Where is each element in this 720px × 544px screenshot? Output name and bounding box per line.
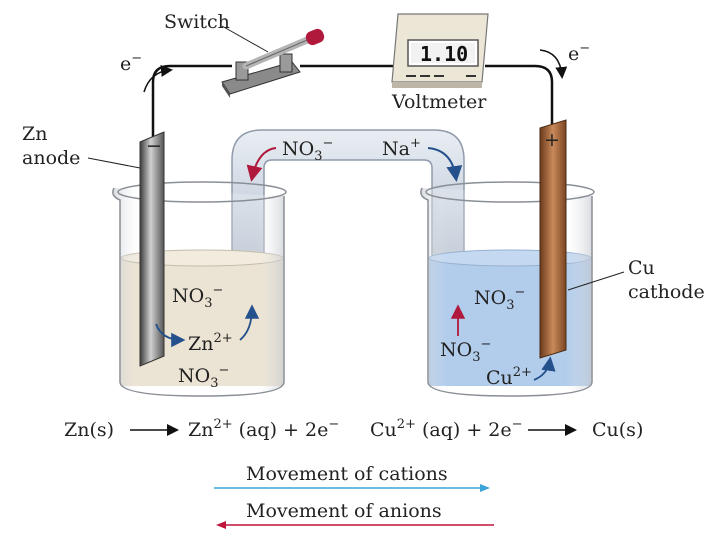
legend-cations-label: Movement of cations <box>246 463 448 485</box>
eq-left-reactant: Zn(s) <box>64 419 114 441</box>
zinc-electrode <box>139 131 165 367</box>
electron-flow-arrow-right <box>539 49 568 79</box>
eq-left-product: Zn2+ (aq) + 2e− <box>188 417 339 441</box>
left-no3-top: NO3− <box>172 283 223 311</box>
zn-anode-leader-line <box>87 157 141 169</box>
bridge-cation-label: Na+ <box>382 136 421 160</box>
eq-right-product: Cu(s) <box>592 419 643 441</box>
legend-anions-label: Movement of anions <box>246 500 442 522</box>
right-beaker <box>420 181 595 397</box>
cu-ion-arrow <box>533 356 556 381</box>
zn-ion-arrow <box>155 323 186 348</box>
zn-anode-label-line1: Zn <box>22 123 47 145</box>
eq-right-reactant: Cu2+ (aq) + 2e− <box>370 417 523 441</box>
zn-anode-label-line2: anode <box>22 147 80 169</box>
switch-label: Switch <box>164 11 230 33</box>
electron-flow-arrow-left <box>143 64 173 93</box>
right-cu-ion: Cu2+ <box>486 365 532 389</box>
voltmeter-label: Voltmeter <box>391 91 487 113</box>
bridge-anion-label: NO3− <box>282 136 333 164</box>
cu-cathode-label-line2: cathode <box>628 281 705 303</box>
left-no3-bottom: NO3− <box>178 363 229 391</box>
bridge-anion-arrow <box>246 147 277 182</box>
cu-cathode-label-line1: Cu <box>628 257 655 279</box>
cathode-plus-sign: + <box>544 129 560 151</box>
voltmeter-reading: 1.10 <box>420 42 468 66</box>
cu-cathode-leader-line <box>567 271 625 291</box>
wire-right <box>485 64 554 128</box>
anode-minus-sign: − <box>146 135 162 157</box>
switch-knob <box>305 28 325 46</box>
right-no3-top: NO3− <box>474 285 525 313</box>
right-no3-mid: NO3− <box>440 337 491 365</box>
legend-cations-arrowhead <box>480 484 490 492</box>
knife-switch-icon[interactable] <box>221 27 326 98</box>
half-reactions: Zn(s) Zn2+ (aq) + 2e− Cu2+ (aq) + 2e− Cu… <box>64 417 643 441</box>
electron-left-label: e− <box>120 51 142 75</box>
legend: Movement of cations Movement of anions <box>214 463 494 529</box>
legend-anions-arrowhead <box>216 521 226 529</box>
electron-right-label: e− <box>568 41 590 65</box>
switch-leader-line <box>221 25 269 53</box>
wire-left <box>151 64 232 150</box>
copper-electrode <box>539 119 567 359</box>
left-anion-arrow <box>239 304 260 341</box>
left-zn-ion: Zn2+ <box>188 331 233 355</box>
voltmeter-icon <box>391 13 489 88</box>
bridge-cation-arrow <box>427 147 463 182</box>
